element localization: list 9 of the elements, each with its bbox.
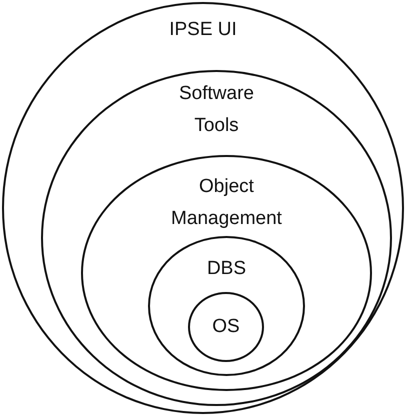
layer-circle — [41, 70, 392, 406]
layer-circle — [188, 292, 264, 362]
layer-circle — [81, 155, 372, 391]
layer-label: Software Tools — [178, 82, 255, 138]
layer-label: DBS — [206, 257, 246, 281]
layer-circle — [148, 236, 305, 376]
layer-label: IPSE UI — [169, 18, 237, 42]
layer-label: OS — [212, 315, 240, 339]
layer-label: Object Management — [170, 175, 283, 231]
